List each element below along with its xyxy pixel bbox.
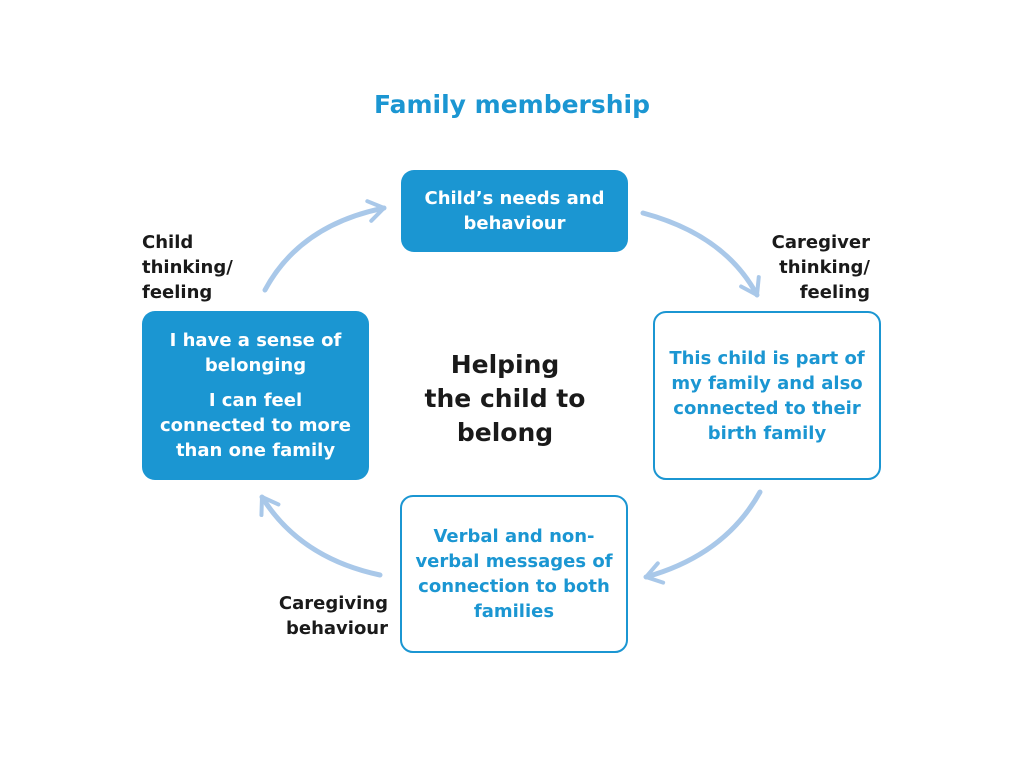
- box-childs-needs: Child’s needs and behaviour: [401, 170, 628, 252]
- diagram-title: Family membership: [373, 90, 651, 119]
- box-messages-text: Verbal and non- verbal messages of conne…: [415, 526, 613, 622]
- arrow-top-to-right: [640, 210, 761, 298]
- box-part-of-family: This child is part of my family and also…: [653, 311, 881, 480]
- box-part-of-family-text: This child is part of my family and also…: [669, 347, 865, 444]
- box-messages: Verbal and non- verbal messages of conne…: [400, 495, 628, 653]
- box-sense-of-belonging-text: I have a sense of belonging: [169, 330, 342, 376]
- arrow-left-to-top: [262, 199, 387, 293]
- label-child-thinking: Child thinking/ feeling: [142, 232, 233, 303]
- label-caregiver-thinking: Caregiver thinking/ feeling: [771, 232, 870, 303]
- arrow-bottom-to-left: [259, 494, 383, 578]
- box-connected-text: I can feel connected to more than one fa…: [160, 390, 351, 461]
- box-childs-needs-text: Child’s needs and behaviour: [424, 188, 605, 234]
- arrow-right-to-bottom: [643, 489, 763, 585]
- label-caregiving-behaviour: Caregiving behaviour: [278, 593, 388, 639]
- box-sense-of-belonging: I have a sense of belonging I can feel c…: [142, 311, 369, 480]
- center-caption: Helping the child to belong: [424, 350, 586, 447]
